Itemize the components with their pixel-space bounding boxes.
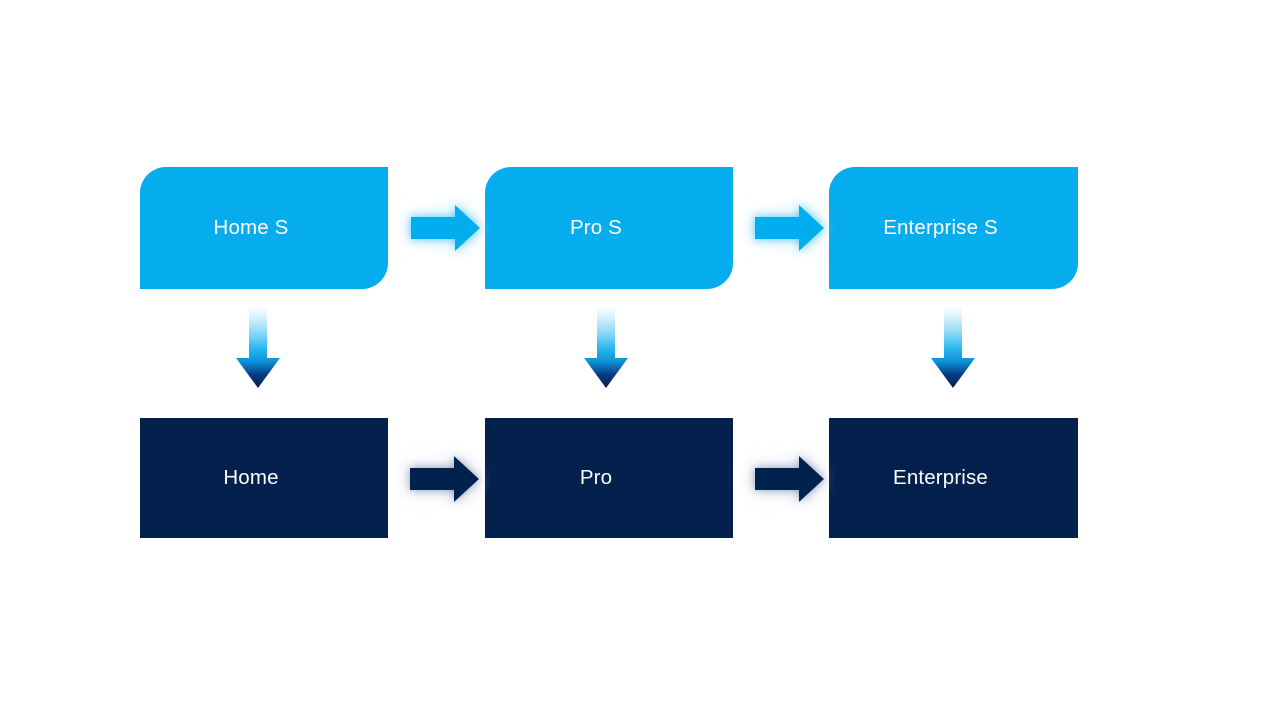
node-label: Pro S [569, 215, 623, 239]
connector-arrow-pro-s-to-pro [584, 306, 628, 388]
node-home[interactable]: Home [140, 418, 388, 538]
node-label: Pro [579, 465, 613, 489]
connector-arrow-home-s-to-pro-s [411, 205, 480, 251]
node-enterprise[interactable]: Enterprise [829, 418, 1078, 538]
node-label: Home S [213, 215, 289, 239]
node-pro-s[interactable]: Pro S [485, 167, 733, 289]
connector-arrow-pro-to-enterprise [755, 456, 824, 502]
node-enterprise-s[interactable]: Enterprise S [829, 167, 1078, 289]
node-label: Home [223, 465, 279, 489]
node-label: Enterprise [893, 465, 988, 489]
node-home-s[interactable]: Home S [140, 167, 388, 289]
node-pro[interactable]: Pro [485, 418, 733, 538]
connector-arrow-home-to-pro [410, 456, 479, 502]
connector-arrow-home-s-to-home [236, 306, 280, 388]
connector-arrow-enterprise-s-to-enterprise [931, 306, 975, 388]
connector-arrow-pro-s-to-enterprise-s [755, 205, 824, 251]
node-label: Enterprise S [883, 215, 998, 239]
